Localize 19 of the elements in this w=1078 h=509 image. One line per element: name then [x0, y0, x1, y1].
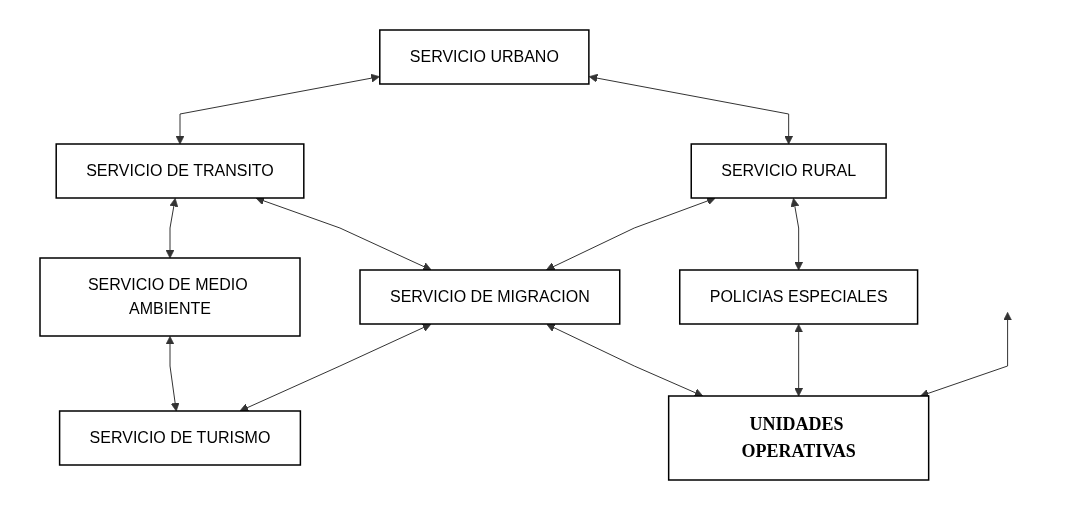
node-box: SERVICIO RURAL [690, 142, 888, 199]
node-box: SERVICIO DE TRANSITO [55, 142, 305, 199]
arrow [239, 323, 432, 412]
arrow [165, 335, 180, 411]
arrow [794, 323, 804, 396]
arrow [255, 196, 432, 271]
node-box: SERVICIO DE TURISMO [59, 409, 302, 466]
node-box: UNIDADES OPERATIVAS [668, 394, 930, 481]
arrow [165, 197, 179, 258]
node-box: SERVICIO URBANO [379, 28, 590, 85]
arrow [546, 323, 704, 397]
arrow [920, 311, 1013, 398]
arrow [589, 73, 794, 144]
arrow [546, 196, 716, 271]
arrow [175, 73, 380, 144]
arrow [790, 197, 804, 270]
node-box: SERVICIO DE MEDIO AMBIENTE [39, 256, 301, 337]
node-box: SERVICIO DE MIGRACION [359, 268, 621, 325]
node-box: POLICIAS ESPECIALES [679, 268, 919, 325]
